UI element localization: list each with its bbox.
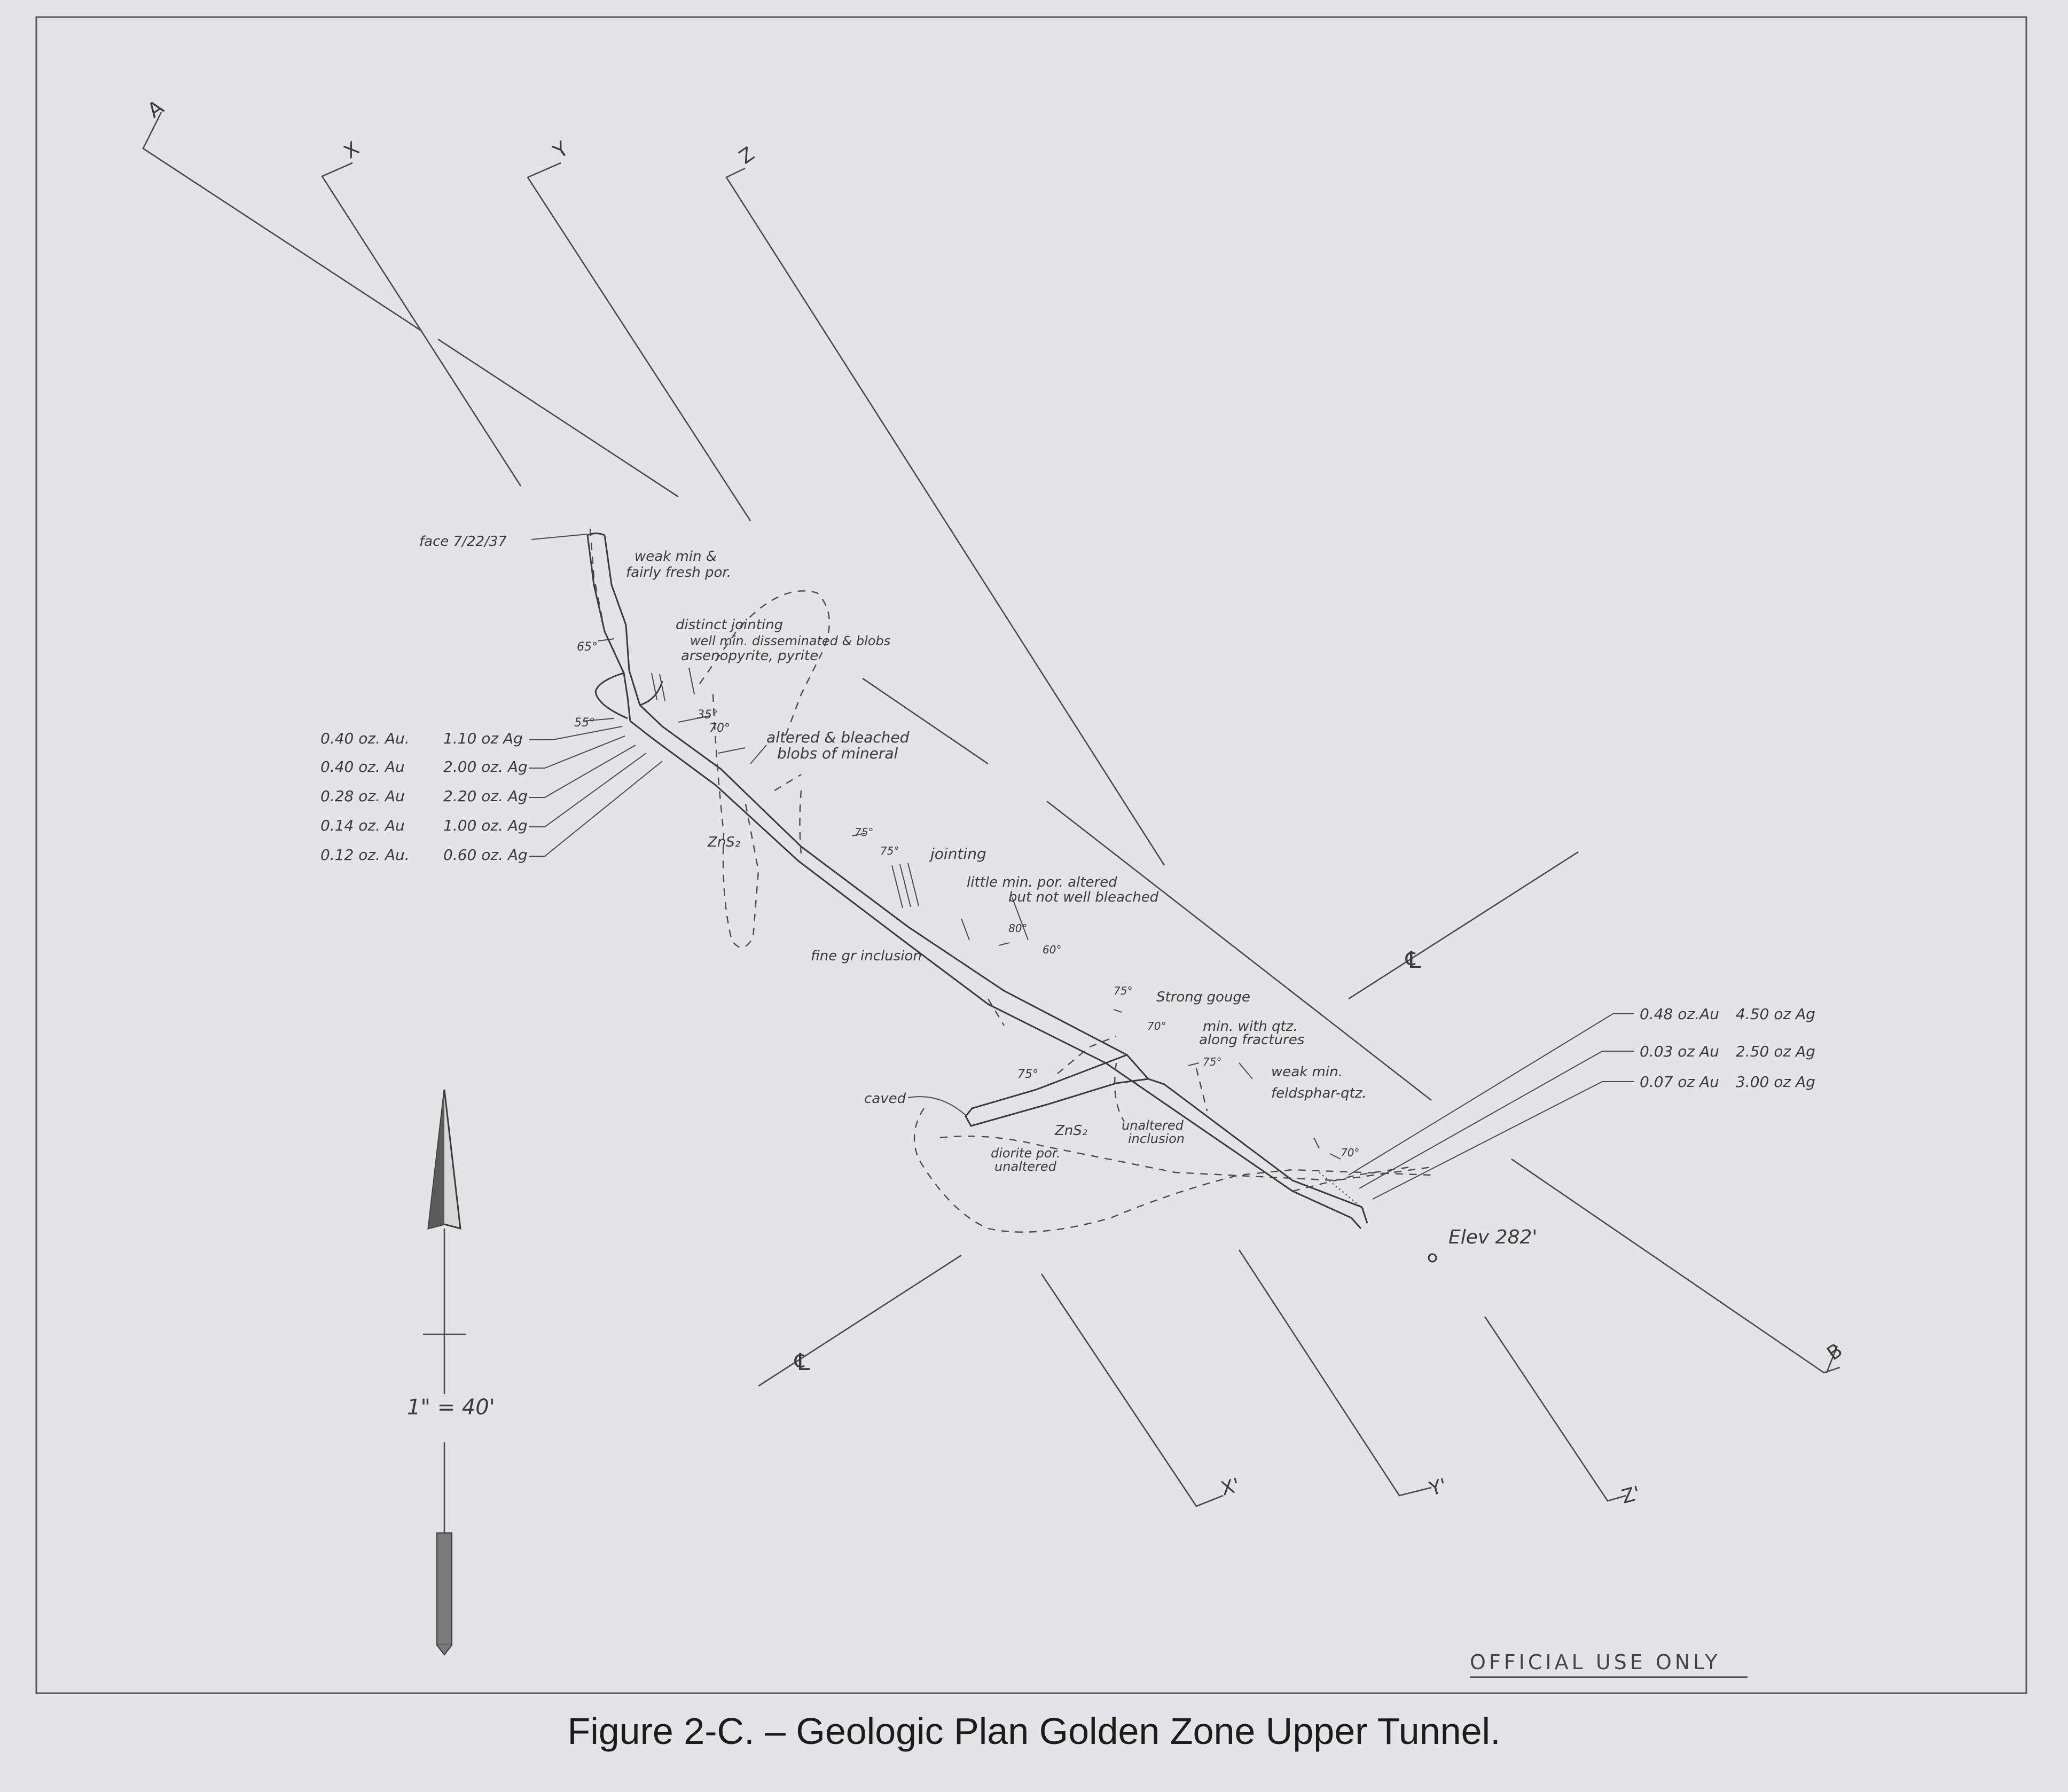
centerline-symbol-lower: ℄ (794, 1349, 810, 1376)
note-jointing: jointing (928, 845, 986, 863)
note-little-min-1: little min. por. altered (967, 874, 1117, 890)
assay-list-right: 0.48 oz.Au 4.50 oz Ag 0.03 oz Au 2.50 oz… (1348, 1005, 1815, 1200)
note-weak-min-2: fairly fresh por. (626, 565, 731, 581)
section-line-x (321, 162, 1224, 1507)
assay-left-1-au: 0.40 oz. Au. (320, 730, 410, 747)
dip-55: 55° (574, 716, 595, 730)
assay-right-2-au: 0.03 oz Au (1640, 1043, 1719, 1060)
assay-right-1-au: 0.48 oz.Au (1640, 1005, 1719, 1023)
centerline-symbol-upper: ℄ (1405, 946, 1421, 974)
dip-65: 65° (577, 640, 598, 654)
assay-left-5: 0.12 oz. Au. 0.60 oz. Ag (320, 761, 663, 864)
dip-70-upper: 70° (709, 722, 730, 735)
dip-70-lower: 70° (1341, 1146, 1359, 1159)
assay-left-1: 0.40 oz. Au. 1.10 oz Ag (320, 726, 623, 747)
assay-left-3: 0.28 oz. Au 2.20 oz. Ag (320, 745, 636, 805)
note-jointing-2: well min. disseminated & blobs (690, 633, 890, 648)
dip-75-b: 75° (880, 844, 899, 857)
scale-label: 1" = 40' (407, 1395, 495, 1420)
north-arrow (423, 1089, 466, 1656)
note-strong-gouge: Strong gouge (1156, 989, 1250, 1005)
section-label-y-prime: Y' (1427, 1475, 1449, 1500)
note-diorite-1: diorite por. (991, 1146, 1060, 1161)
dip-75-c: 75° (1114, 984, 1132, 997)
note-zns-lower: ZnS₂ (1054, 1123, 1087, 1139)
note-altered-1: altered & bleached (766, 729, 910, 746)
assay-left-4-au: 0.14 oz. Au (320, 817, 405, 834)
note-jointing-3: arsenopyrite, pyrite (681, 648, 818, 664)
map-frame (35, 16, 2027, 1694)
note-min-qtz-1: min. with qtz. (1203, 1019, 1298, 1035)
joint-symbols (583, 638, 1341, 1160)
assay-left-5-ag: 0.60 oz. Ag (443, 846, 528, 864)
note-weak-min-b2: feldsphar-qtz. (1271, 1085, 1367, 1101)
assay-left-1-ag: 1.10 oz Ag (443, 730, 523, 747)
assay-right-3-au: 0.07 oz Au (1640, 1073, 1719, 1091)
assay-left-2-ag: 2.00 oz. Ag (443, 758, 528, 776)
assay-left-2: 0.40 oz. Au 2.00 oz. Ag (320, 735, 625, 776)
section-label-x: X (340, 138, 364, 163)
note-unaltered-2: inclusion (1128, 1131, 1185, 1146)
face-date-label: face 7/22/37 (419, 534, 507, 550)
assay-left-4-ag: 1.00 oz. Ag (443, 817, 528, 834)
note-diorite-2: unaltered (994, 1159, 1057, 1174)
assay-right-2-ag: 2.50 oz Ag (1736, 1043, 1815, 1060)
note-altered-2: blobs of mineral (777, 745, 898, 762)
assay-left-3-ag: 2.20 oz. Ag (443, 787, 528, 805)
assay-right-2: 0.03 oz Au 2.50 oz Ag (1359, 1043, 1815, 1189)
note-little-min-2: but not well bleached (1008, 889, 1159, 905)
note-weak-min-1: weak min & (634, 549, 717, 565)
centerline-section (758, 851, 1579, 1387)
assay-left-2-au: 0.40 oz. Au (320, 758, 405, 776)
note-weak-min-b1: weak min. (1271, 1064, 1343, 1080)
assay-right-3-ag: 3.00 oz Ag (1736, 1073, 1815, 1091)
section-line-y (527, 162, 1432, 1497)
assay-right-3: 0.07 oz Au 3.00 oz Ag (1372, 1073, 1815, 1200)
section-label-z-prime: Z' (1619, 1482, 1643, 1508)
section-line-a-b (142, 112, 1840, 1374)
figure-caption: Figure 2-C. – Geologic Plan Golden Zone … (567, 1710, 1500, 1752)
elevation-marker (1428, 1253, 1437, 1263)
dip-60: 60° (1043, 943, 1061, 956)
note-caved: caved (864, 1091, 906, 1107)
section-label-b: B (1823, 1340, 1847, 1365)
assay-left-3-au: 0.28 oz. Au (320, 787, 405, 805)
note-min-qtz-2: along fractures (1199, 1032, 1304, 1048)
dip-80: 80° (1008, 922, 1027, 935)
assay-left-4: 0.14 oz. Au 1.00 oz. Ag (320, 753, 647, 834)
assay-right-1: 0.48 oz.Au 4.50 oz Ag (1348, 1005, 1815, 1176)
note-fine-gr: fine gr inclusion (811, 948, 922, 964)
dip-75-d: 75° (1203, 1055, 1221, 1068)
assay-list-left: 0.40 oz. Au. 1.10 oz Ag 0.40 oz. Au 2.00… (320, 726, 663, 864)
dip-70-mid: 70° (1147, 1020, 1166, 1032)
assay-right-1-ag: 4.50 oz Ag (1736, 1005, 1815, 1023)
note-jointing-1: distinct jointing (676, 617, 783, 633)
assay-left-5-au: 0.12 oz. Au. (320, 846, 410, 864)
section-label-a: A (143, 95, 168, 122)
section-label-y: Y (549, 137, 573, 163)
elevation-label: Elev 282' (1448, 1226, 1537, 1248)
dip-75-e: 75° (1017, 1068, 1038, 1081)
note-zns-upper: ZnS₂ (707, 834, 740, 850)
official-use-stamp: OFFICIAL USE ONLY (1470, 1650, 1721, 1674)
section-line-z (725, 167, 1627, 1502)
dip-75-a: 75° (855, 826, 873, 839)
note-unaltered-1: unaltered (1122, 1118, 1184, 1133)
dip-35: 35° (697, 708, 718, 722)
section-label-z: Z (735, 143, 759, 169)
